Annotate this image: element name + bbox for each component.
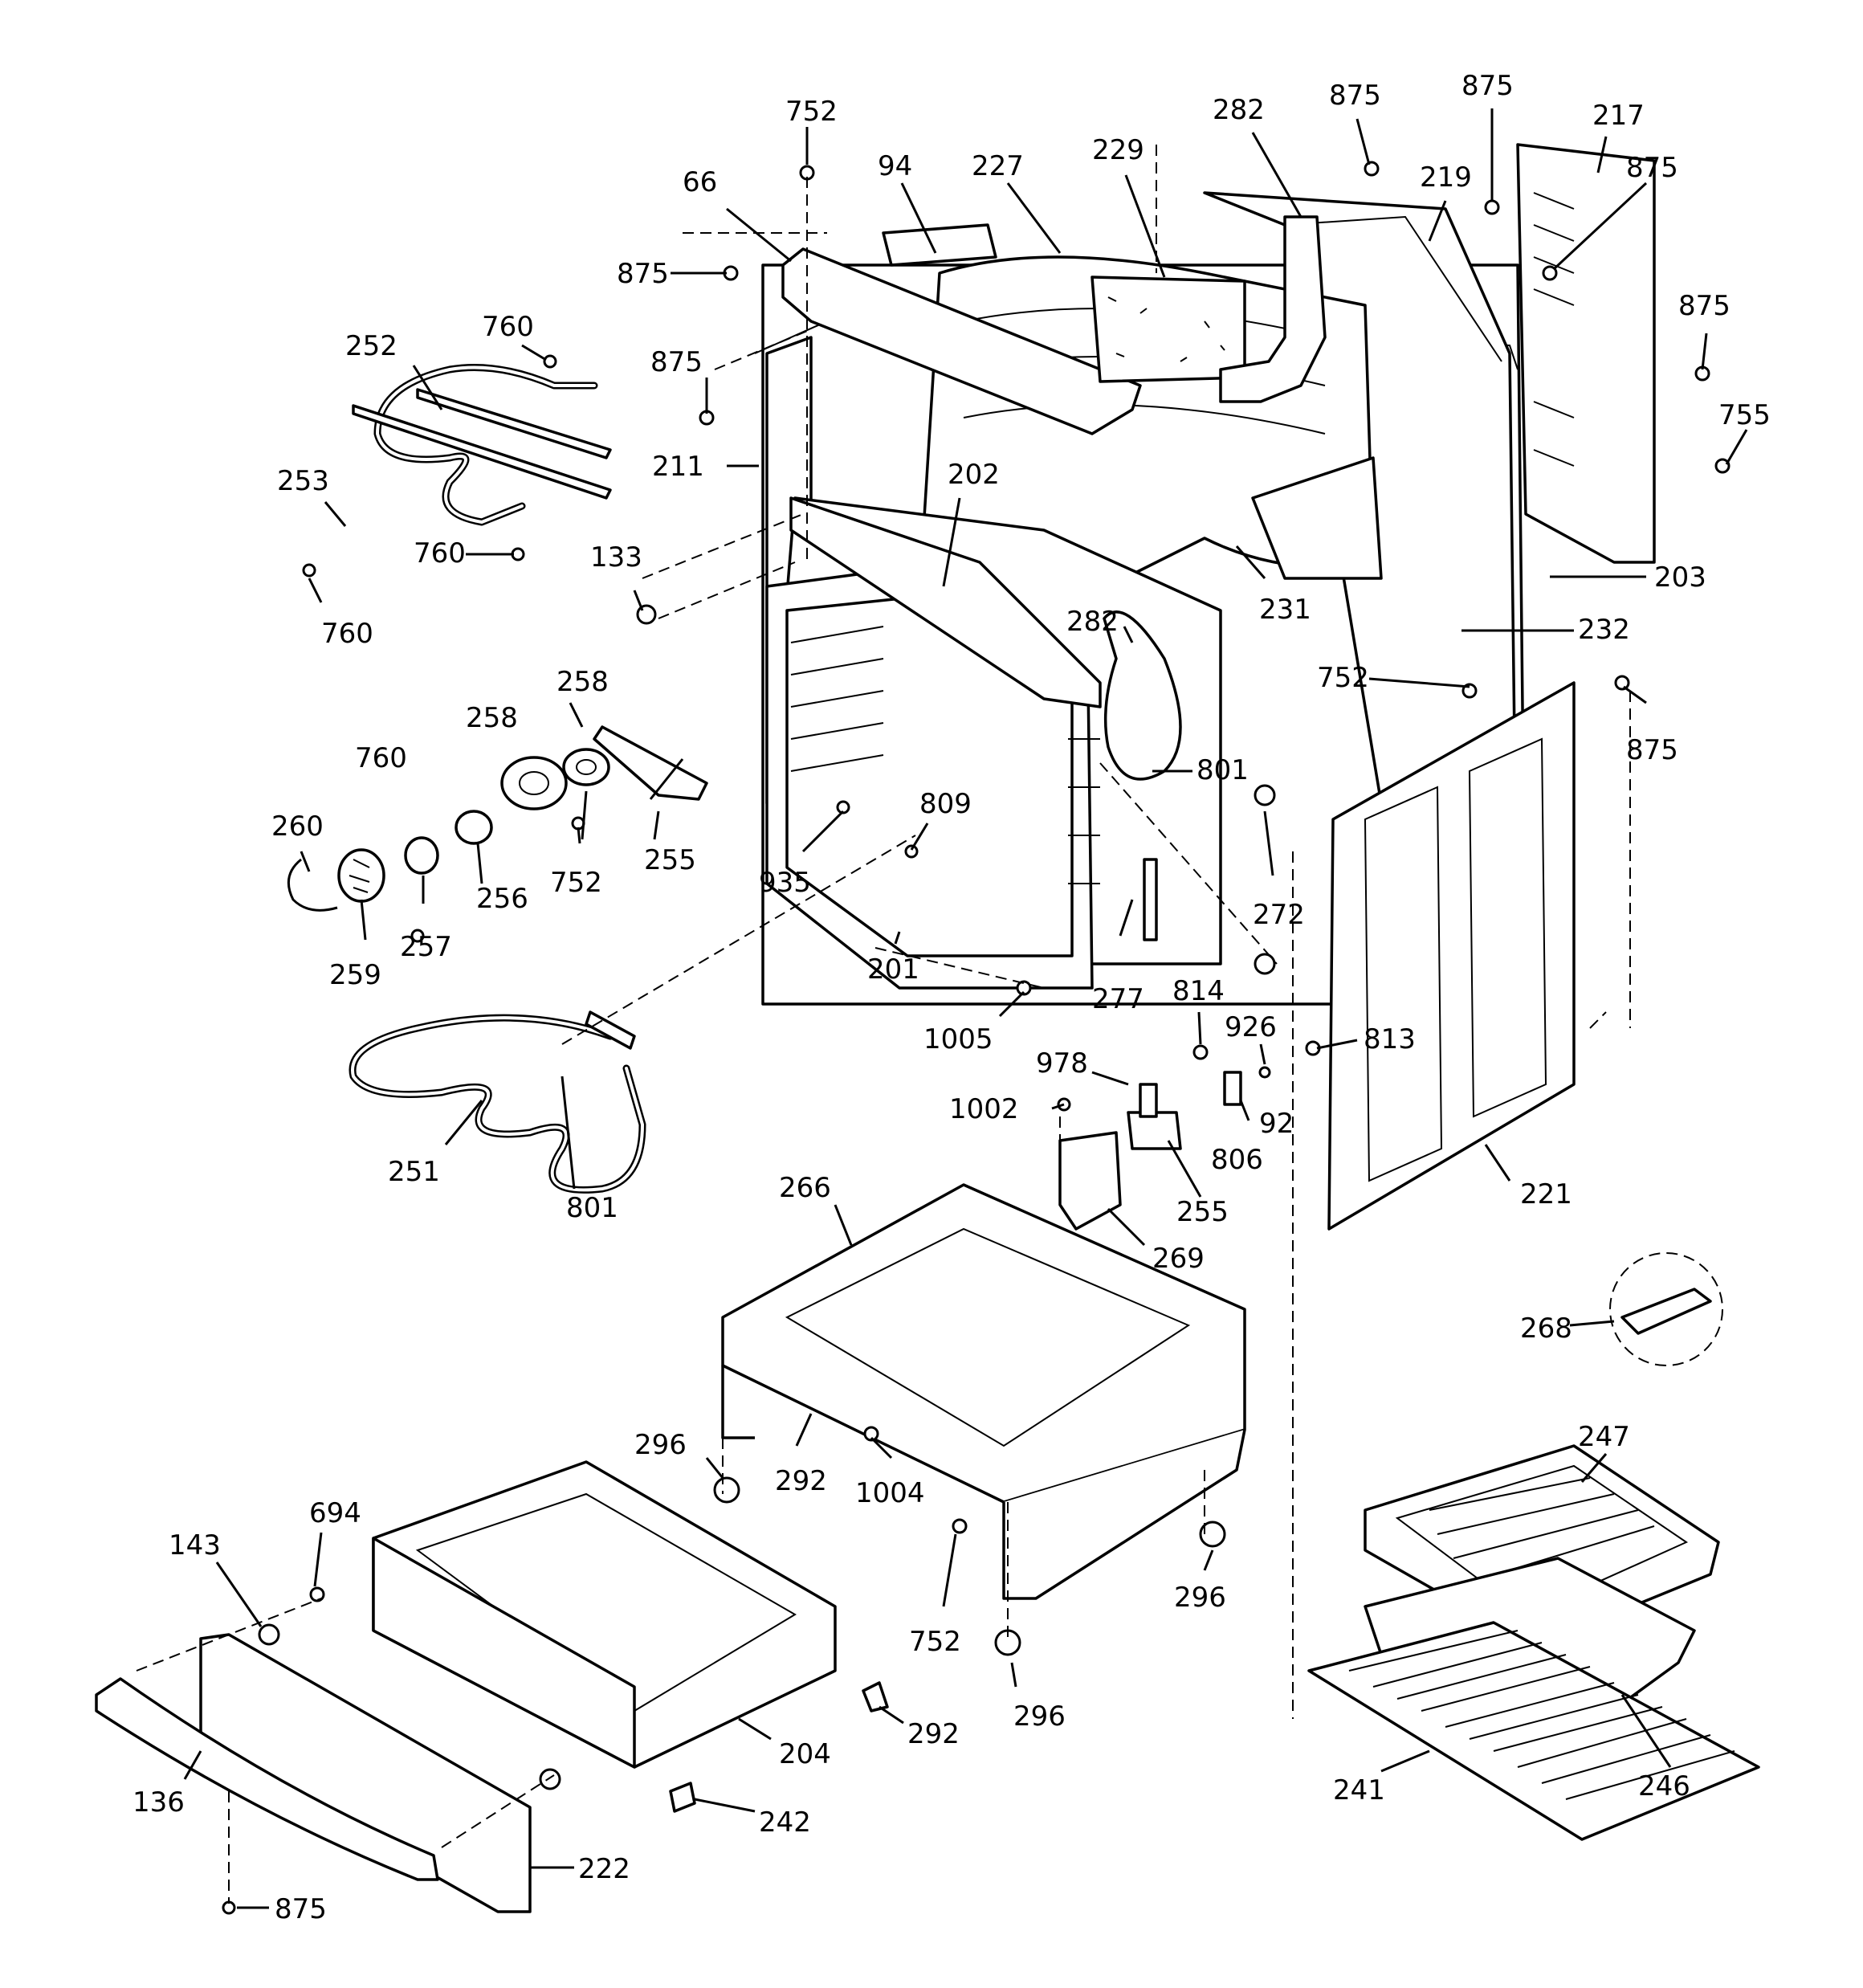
callout-926: 926 [1225,1011,1277,1043]
callout-806: 806 [1211,1144,1263,1176]
callout-247: 247 [1578,1421,1630,1453]
callout-259: 259 [329,959,381,991]
callout-133: 133 [590,541,642,574]
callout-143: 143 [169,1529,221,1561]
callout-760-b: 760 [414,537,466,569]
hardware-screws [222,161,1731,1915]
callout-1005: 1005 [923,1023,993,1055]
callout-203: 203 [1654,561,1706,594]
callout-760-d: 760 [355,742,407,774]
callout-813: 813 [1364,1023,1416,1055]
callout-282-a: 282 [1213,94,1265,126]
callout-269: 269 [1152,1243,1205,1275]
callout-201: 201 [867,953,919,986]
side-panel-221 [1327,681,1576,1231]
callout-809: 809 [919,788,972,820]
oven-rack-241 [1307,1621,1760,1841]
callout-256: 256 [476,883,528,915]
callout-875-a: 875 [1329,80,1381,112]
callout-94: 94 [878,150,912,182]
callout-752-d: 752 [909,1626,961,1658]
callout-227: 227 [972,150,1024,182]
callout-266: 266 [779,1172,831,1204]
leader-lines [183,108,1748,1909]
callout-241: 241 [1333,1774,1385,1806]
callout-875-e: 875 [1678,290,1731,322]
callout-252: 252 [345,330,397,362]
drawer-frame-266 [721,1183,1246,1600]
callout-260: 260 [271,810,324,843]
oven-light-assembly [287,725,708,912]
callout-211: 211 [652,451,704,483]
callout-255-a: 255 [644,844,696,876]
callout-277: 277 [1092,983,1144,1015]
callout-760-c: 760 [321,618,373,650]
rear-panel-217 [1516,143,1656,564]
callout-752-a: 752 [785,96,838,128]
bake-element-251 [349,1010,646,1194]
callout-246: 246 [1638,1770,1690,1802]
callout-875-b: 875 [1461,70,1514,102]
callout-255-b: 255 [1176,1196,1229,1228]
callout-204: 204 [779,1738,831,1770]
callout-935: 935 [759,867,811,899]
callout-875-c: 875 [1626,152,1678,184]
vent-duct-282 [1219,215,1327,403]
callout-232: 232 [1578,614,1630,646]
callout-282-b: 282 [1066,606,1119,638]
callout-136: 136 [132,1786,185,1819]
top-bracket-66 [781,223,1142,435]
callout-258-a: 258 [556,666,609,698]
callout-292-a: 292 [775,1465,827,1497]
callout-296-b: 296 [1174,1582,1226,1614]
callout-814: 814 [1172,975,1225,1007]
callout-92: 92 [1259,1108,1294,1140]
callout-875-g: 875 [1626,734,1678,766]
insulation-229 [1090,276,1246,383]
callout-875-h: 875 [275,1893,327,1925]
callout-268: 268 [1520,1312,1572,1345]
callout-801-b: 801 [566,1192,618,1224]
callout-272: 272 [1253,899,1305,931]
callout-694: 694 [309,1497,361,1529]
callout-219: 219 [1420,161,1472,194]
detail-circle-268 [1609,1252,1723,1366]
callout-292-b: 292 [907,1718,960,1750]
callout-296-c: 296 [1013,1700,1066,1733]
broil-element-252 [352,364,612,526]
oven-front-frame-202 [789,496,1102,708]
storage-drawer-204 [372,1460,837,1769]
callout-801-a: 801 [1196,754,1249,786]
callout-257: 257 [400,931,452,963]
callout-1004: 1004 [855,1477,925,1509]
callout-66: 66 [683,166,717,198]
callout-labels: 752 94 227 229 282 875 875 217 875 66 87… [132,70,1771,1925]
callout-231: 231 [1259,594,1311,626]
callout-221: 221 [1520,1178,1572,1210]
callout-253: 253 [277,465,329,497]
callout-258-b: 258 [466,702,518,734]
callout-752-b: 752 [1317,662,1369,694]
callout-875-f: 875 [650,346,703,378]
callout-752-c: 752 [550,867,602,899]
callout-875-d: 875 [617,258,669,290]
callout-760-a: 760 [482,311,534,343]
callout-222: 222 [578,1853,630,1885]
callout-217: 217 [1592,100,1645,132]
callout-202: 202 [948,459,1000,491]
callout-251: 251 [388,1156,440,1188]
callout-296-a: 296 [634,1429,687,1461]
callout-978: 978 [1036,1047,1088,1080]
callout-229: 229 [1092,134,1144,166]
callout-242: 242 [759,1806,811,1839]
callout-755: 755 [1718,399,1771,431]
drawer-handle-136 [95,1677,439,1881]
callout-1002: 1002 [949,1093,1019,1125]
